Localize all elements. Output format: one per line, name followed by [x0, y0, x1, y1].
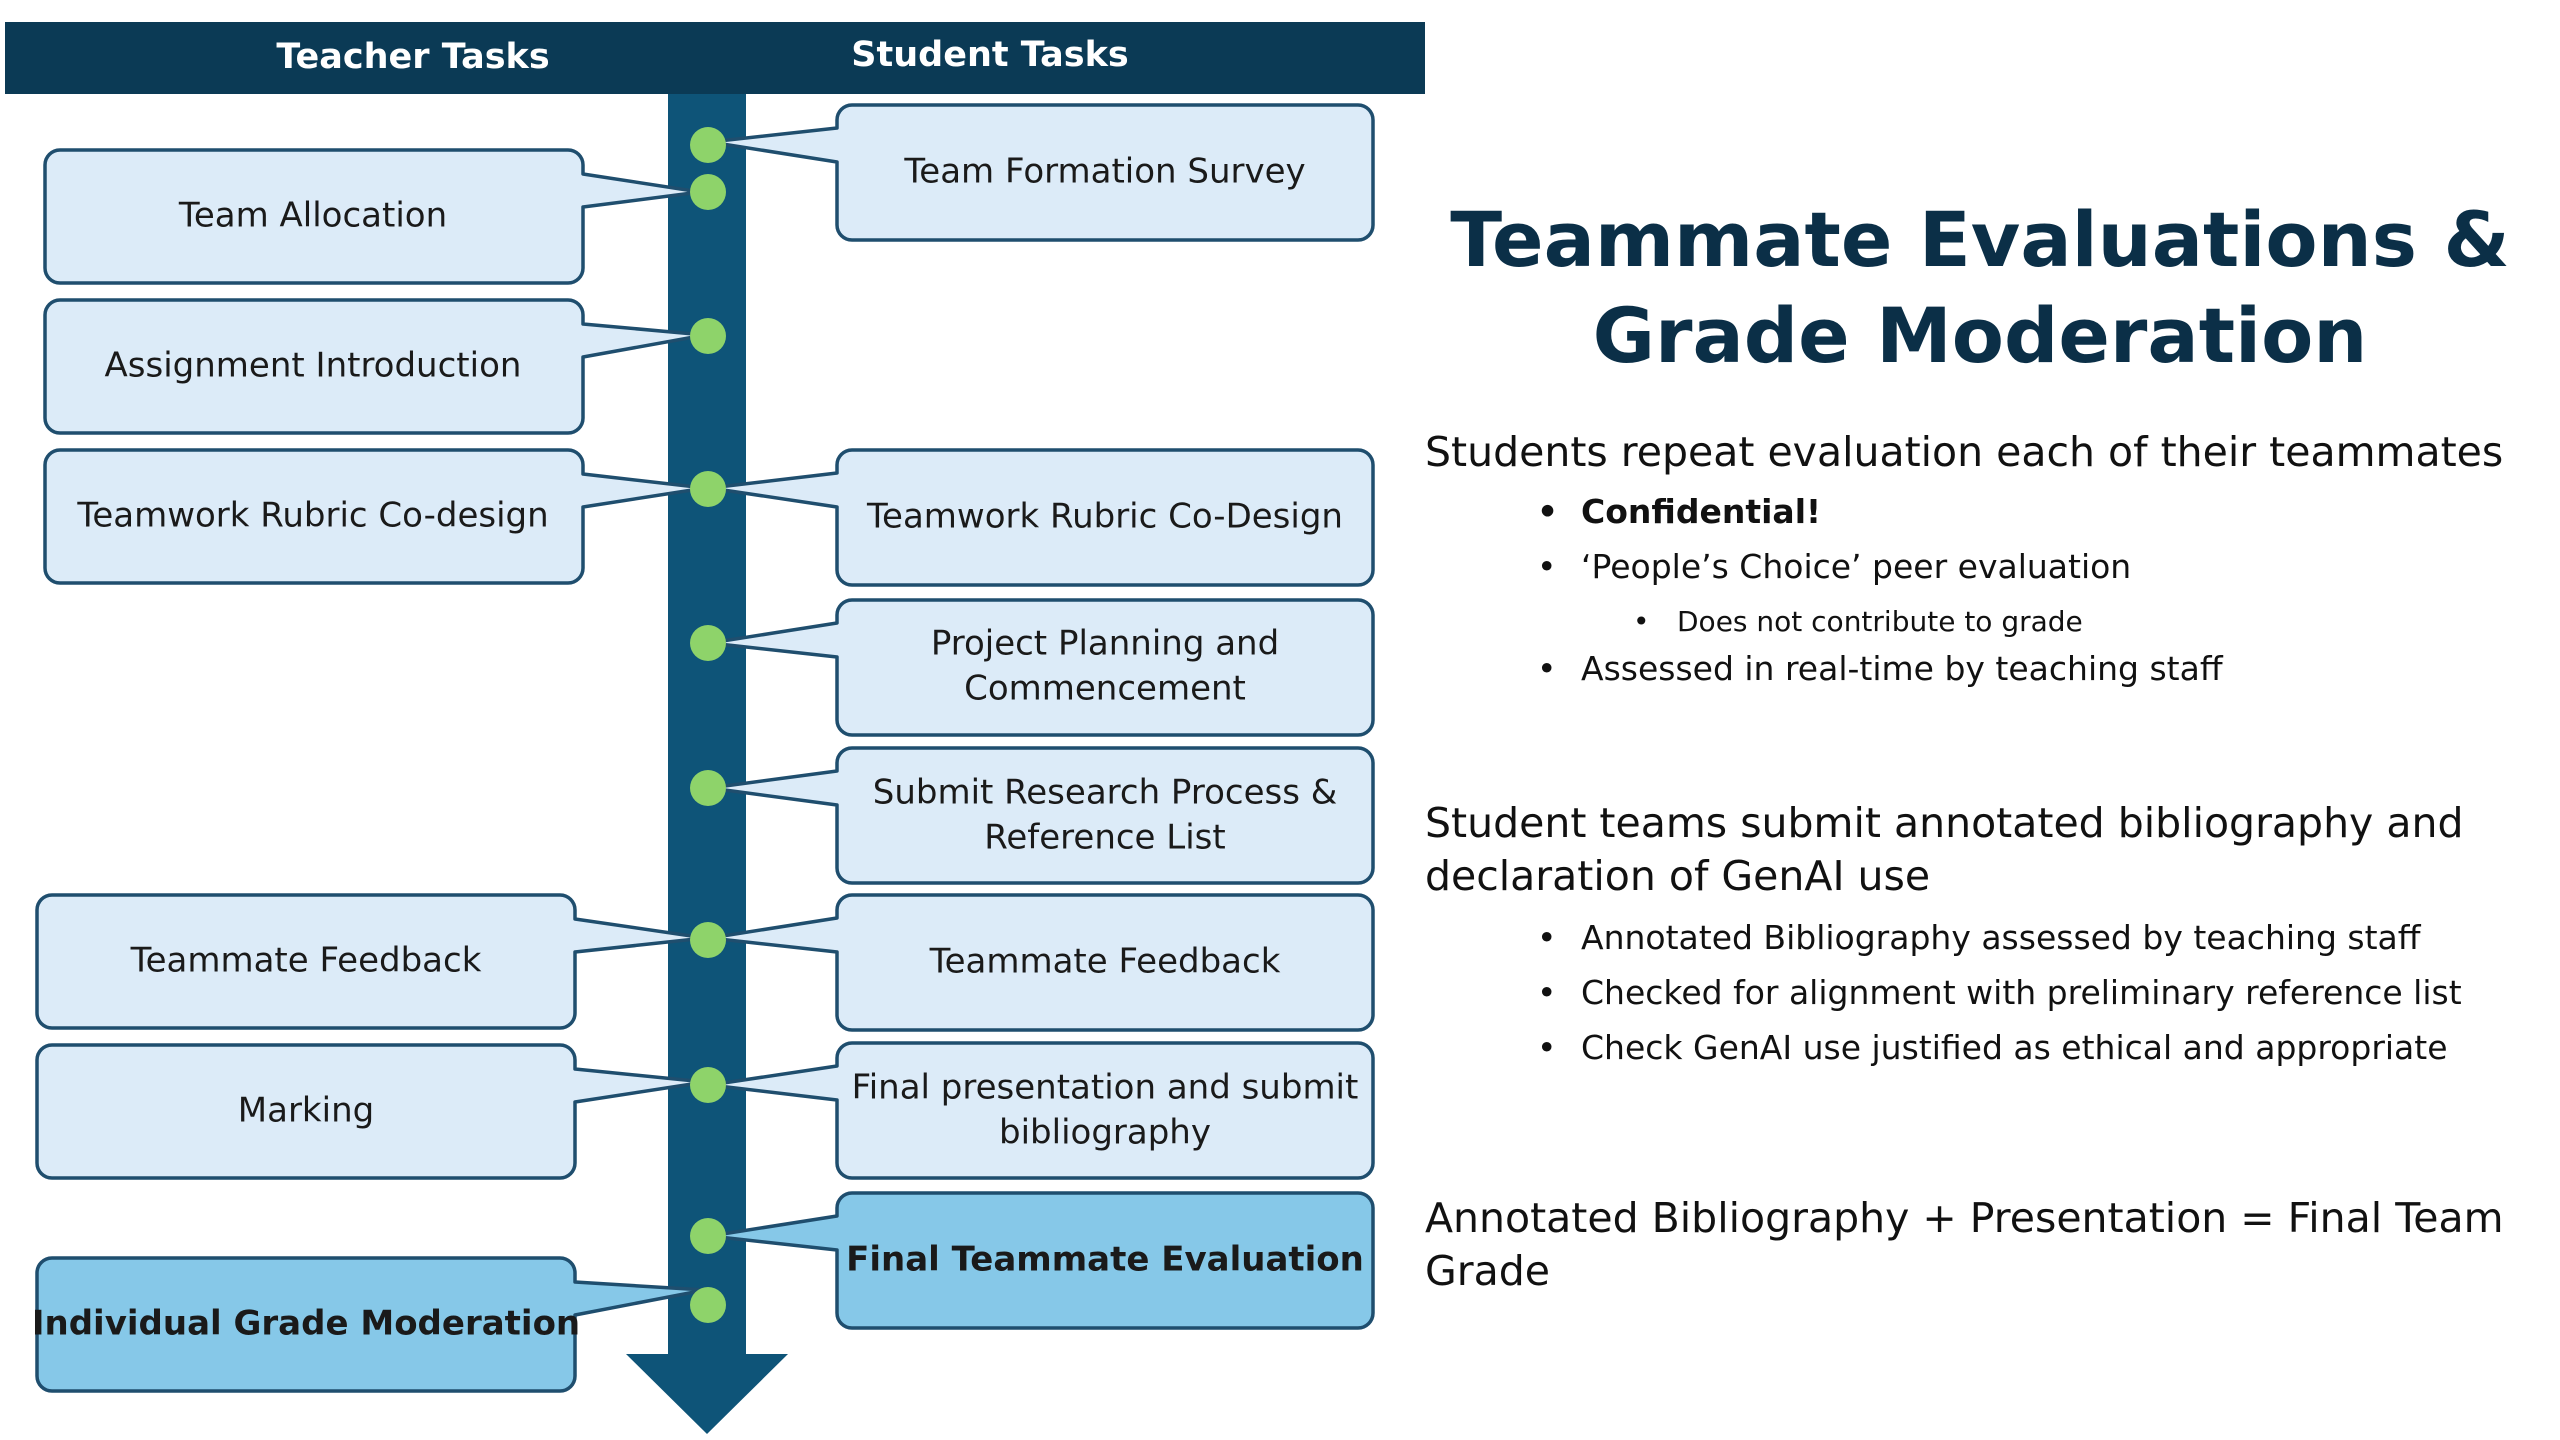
timeline-node [690, 127, 726, 163]
title-line-2: Grade Moderation [1592, 291, 2368, 380]
timeline-diagram: Teacher Tasks Student Tasks Team Allocat… [5, 22, 1425, 1434]
student-tasks-header: Student Tasks [851, 35, 1128, 75]
section-2-heading: Student teams submit annotated bibliogra… [1425, 799, 2464, 900]
svg-text:Individual Grade Moderation: Individual Grade Moderation [32, 1304, 580, 1344]
header-bar [5, 22, 1425, 94]
bullet-dot: • [1537, 547, 1557, 586]
student-task-final-presentation: Final presentation and submit bibliograp… [708, 1041, 1375, 1180]
timeline-shaft [668, 94, 746, 1356]
student-task-project-planning: Project Planning and Commencement [708, 598, 1375, 737]
svg-text:Submit Research Process &: Submit Research Process & [873, 773, 1337, 813]
student-task-submit-research-process: Submit Research Process & Reference List [708, 746, 1375, 885]
teacher-task-individual-grade-moderation: Individual Grade Moderation [32, 1256, 707, 1393]
description-panel: Teammate Evaluations & Grade Moderation … [1425, 0, 2535, 1440]
svg-text:Project Planning and: Project Planning and [931, 624, 1279, 664]
svg-text:Reference List: Reference List [984, 818, 1225, 858]
bullet-text: Assessed in real-time by teaching staff [1581, 649, 2223, 688]
bullet-text: Checked for alignment with preliminary r… [1581, 973, 2462, 1012]
bullet-dot: • [1633, 605, 1650, 638]
timeline-node [690, 471, 726, 507]
teacher-task-team-allocation: Team Allocation [43, 148, 702, 285]
teacher-task-marking: Marking [35, 1043, 707, 1180]
bullet-dot: • [1537, 1028, 1557, 1067]
student-task-team-formation-survey: Team Formation Survey [708, 103, 1375, 242]
bullet-dot: • [1537, 492, 1559, 531]
section-1-heading: Students repeat evaluation each of their… [1425, 428, 2504, 476]
student-task-teamwork-rubric-co-design: Teamwork Rubric Co-Design [708, 448, 1375, 587]
teacher-task-teammate-feedback: Teammate Feedback [35, 893, 707, 1030]
svg-text:Final presentation and submit: Final presentation and submit [852, 1068, 1359, 1108]
section-2-bullet-3: • Check GenAI use justified as ethical a… [1537, 1028, 2448, 1068]
svg-text:Teammate Feedback: Teammate Feedback [929, 942, 1281, 982]
timeline-node [690, 770, 726, 806]
student-task-final-teammate-evaluation: Final Teammate Evaluation [708, 1191, 1375, 1330]
section-2-bullet-2: • Checked for alignment with preliminary… [1537, 973, 2462, 1013]
page-title: Teammate Evaluations & Grade Moderation [1425, 192, 2535, 384]
teacher-task-teamwork-rubric-co-design: Teamwork Rubric Co-design [43, 448, 707, 585]
student-task-teammate-feedback: Teammate Feedback [708, 893, 1375, 1032]
svg-text:bibliography: bibliography [999, 1113, 1211, 1153]
title-line-1: Teammate Evaluations & [1450, 195, 2510, 284]
timeline-node [690, 1067, 726, 1103]
svg-text:Team Allocation: Team Allocation [178, 196, 447, 236]
section-1-bullet-1: • Confidential! [1537, 492, 1822, 532]
bullet-text: Confidential! [1581, 492, 1822, 531]
timeline-arrowhead [626, 1354, 788, 1434]
svg-text:Teamwork Rubric Co-Design: Teamwork Rubric Co-Design [866, 497, 1343, 537]
bullet-dot: • [1537, 649, 1557, 688]
section-1-bullet-3: • Assessed in real-time by teaching staf… [1537, 649, 2223, 689]
section-3-heading: Annotated Bibliography + Presentation = … [1425, 1194, 2504, 1295]
section-2-bullet-1: • Annotated Bibliography assessed by tea… [1537, 918, 2421, 958]
bullet-dot: • [1537, 918, 1557, 957]
teacher-task-assignment-introduction: Assignment Introduction [43, 298, 707, 435]
svg-text:Teammate Feedback: Teammate Feedback [130, 941, 482, 981]
timeline-node [690, 1218, 726, 1254]
teacher-tasks-header: Teacher Tasks [276, 37, 549, 77]
timeline-node [690, 1287, 726, 1323]
bullet-text: Annotated Bibliography assessed by teach… [1581, 918, 2421, 957]
svg-text:Marking: Marking [238, 1091, 374, 1131]
timeline-node [690, 174, 726, 210]
timeline-node [690, 625, 726, 661]
svg-text:Team Formation Survey: Team Formation Survey [903, 152, 1305, 192]
bullet-dot: • [1537, 973, 1557, 1012]
bullet-text: ‘People’s Choice’ peer evaluation [1581, 547, 2132, 586]
svg-text:Teamwork Rubric Co-design: Teamwork Rubric Co-design [76, 496, 548, 536]
section-1-bullet-2: • ‘People’s Choice’ peer evaluation [1537, 547, 2132, 587]
svg-text:Assignment Introduction: Assignment Introduction [105, 346, 522, 386]
bullet-text: Does not contribute to grade [1677, 605, 2083, 638]
timeline-node [690, 318, 726, 354]
timeline-node [690, 922, 726, 958]
svg-text:Final Teammate Evaluation: Final Teammate Evaluation [846, 1240, 1364, 1280]
section-1-sub-bullet: • Does not contribute to grade [1633, 602, 2083, 642]
svg-text:Commencement: Commencement [964, 669, 1246, 709]
timeline-nodes [690, 127, 726, 1323]
bullet-text: Check GenAI use justified as ethical and… [1581, 1028, 2448, 1067]
